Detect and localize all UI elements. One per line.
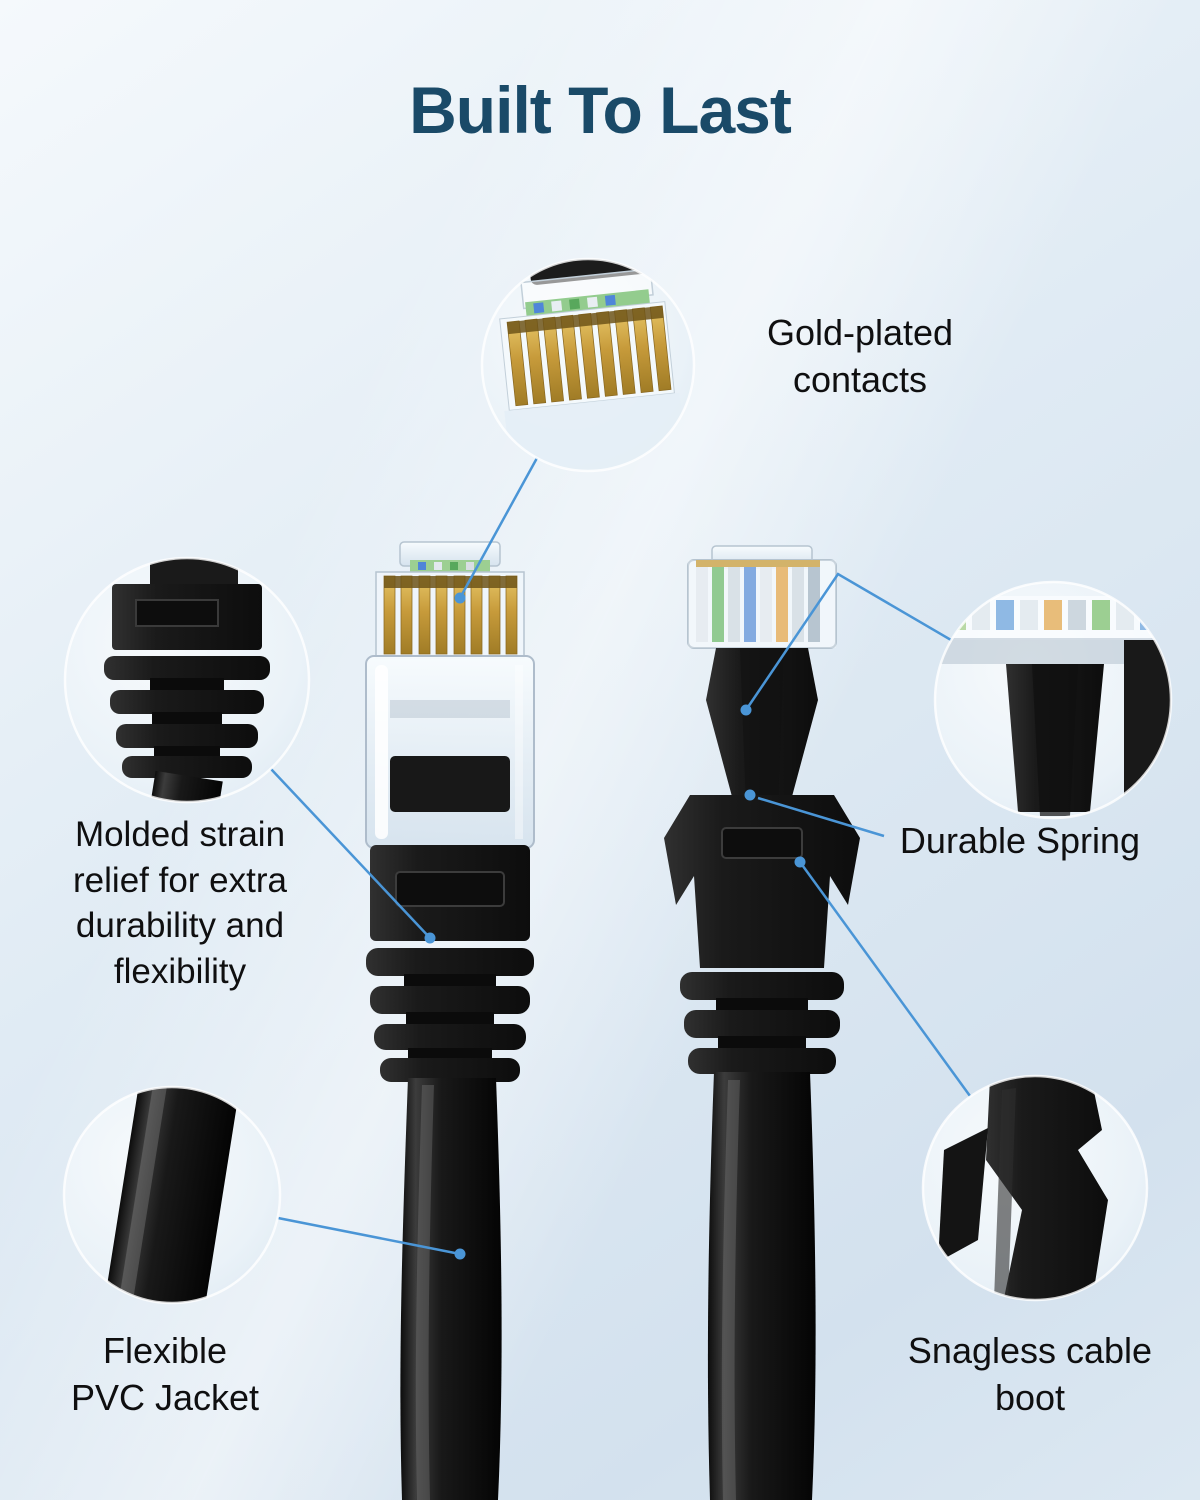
- callout-lines: [270, 457, 972, 1260]
- left-connector-clear-body: [365, 655, 535, 849]
- callout-dot-strain: [424, 932, 436, 944]
- inset-gold-contacts: [480, 257, 696, 473]
- callout-line-strain: [270, 768, 431, 939]
- right-connector-wires: [688, 560, 836, 648]
- callout-line-jacket: [277, 1216, 461, 1256]
- callout-label-snagless-cable-boot: Snagless cable boot: [907, 1330, 1153, 1418]
- callout-dot-spring-latch: [744, 789, 756, 801]
- inset-durable-spring: [933, 580, 1173, 820]
- callout-dot-gold: [454, 592, 466, 604]
- callout-line-boot: [798, 861, 972, 1097]
- callout-label-molded-strain-relief: Molded strain relief for extra durabilit…: [73, 815, 287, 991]
- left-connector-gold-pins: [383, 575, 518, 655]
- left-connector-illustration: [365, 541, 535, 1500]
- callout-line-spring: [744, 572, 952, 711]
- left-connector-cable-insert: [390, 756, 510, 812]
- left-connector-strain-ribs: [366, 948, 534, 1082]
- inset-snagless-boot: [921, 1074, 1149, 1302]
- callout-dot-spring: [740, 704, 752, 716]
- callout-line-gold: [458, 457, 539, 599]
- right-connector-strain-ribs: [680, 972, 844, 1074]
- callout-dot-jacket: [454, 1248, 466, 1260]
- right-cable: [707, 1072, 816, 1500]
- callout-dot-boot: [794, 856, 806, 868]
- left-cable: [400, 1078, 502, 1500]
- callout-label-flexible-pvc-jacket: Flexible PVC Jacket: [70, 1330, 260, 1418]
- callout-label-gold-plated-contacts: Gold-plated contacts: [766, 312, 954, 400]
- page-title: Built To Last: [409, 73, 792, 147]
- right-connector-snagless-boot: [664, 795, 860, 968]
- right-connector-illustration: [664, 545, 860, 1500]
- inset-pvc-jacket: [62, 1085, 282, 1305]
- callout-label-durable-spring: Durable Spring: [899, 820, 1141, 861]
- callout-line-spring-label: [757, 796, 885, 838]
- inset-strain-relief: [63, 556, 311, 804]
